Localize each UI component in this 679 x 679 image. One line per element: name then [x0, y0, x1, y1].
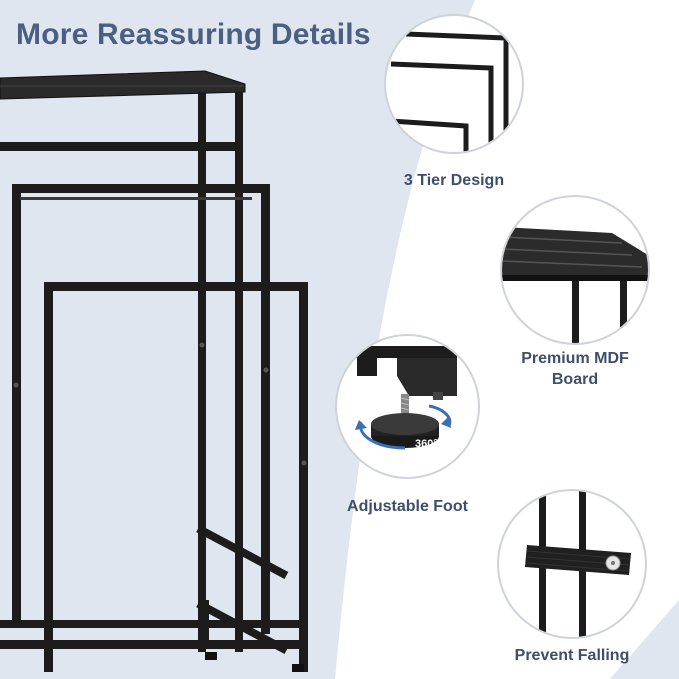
prevent-falling-circle: [497, 489, 647, 639]
strap-icon: [525, 491, 631, 637]
page-title: More Reassuring Details: [16, 18, 371, 51]
mdf-board-caption-line1: Premium MDF: [521, 350, 629, 367]
adjustable-foot-caption: Adjustable Foot: [347, 498, 468, 515]
tier-design-caption: 3 Tier Design: [403, 172, 505, 189]
tier-design-circle: [384, 14, 524, 154]
prevent-falling-caption: Prevent Falling: [514, 647, 630, 664]
adjustable-foot-icon: [337, 346, 457, 450]
mdf-board-caption-line2: Board: [551, 371, 599, 388]
mdf-board-icon: [502, 227, 648, 343]
mdf-board-circle: [500, 195, 650, 345]
adjustable-foot-circle: 360°: [335, 334, 480, 479]
tier-frame-icon: [390, 31, 509, 152]
rotation-badge: 360°: [415, 438, 438, 450]
